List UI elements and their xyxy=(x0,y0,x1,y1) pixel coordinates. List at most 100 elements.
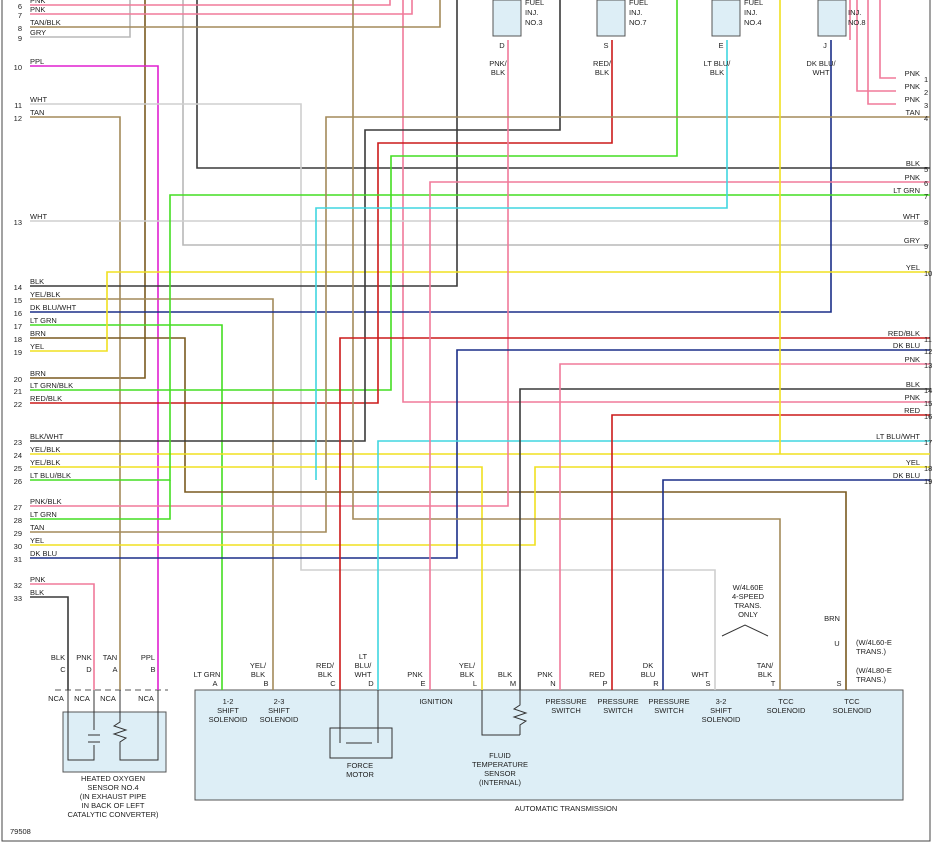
trans-pin: E xyxy=(420,679,425,688)
right-pin-number: 14 xyxy=(924,386,932,395)
trans-wire-color: PNK xyxy=(407,670,422,679)
w4l60e-note: ONLY xyxy=(738,610,758,619)
transmission-title: AUTOMATIC TRANSMISSION xyxy=(515,804,618,813)
trans-component-label: PRESSURE xyxy=(648,697,689,706)
left-pin-color: BRN xyxy=(30,369,46,378)
right-pin-color: BLK xyxy=(906,380,920,389)
trans-component-label: SHIFT xyxy=(217,706,239,715)
left-pin-color: LT GRN xyxy=(30,316,57,325)
o2-nca: NCA xyxy=(100,694,116,703)
right-pin-color: LT GRN xyxy=(893,186,920,195)
right-pin-color: PNK xyxy=(905,69,920,78)
page-frame xyxy=(1,0,931,842)
left-pin-number: 28 xyxy=(14,516,22,525)
injector-label: INJ. xyxy=(848,8,861,17)
trans-pin: N xyxy=(550,679,555,688)
right-pin-color: PNK xyxy=(905,82,920,91)
left-pin-color: TAN xyxy=(30,523,44,532)
left-pin-number: 9 xyxy=(18,34,22,43)
o2-wire-color: PPL xyxy=(141,653,155,662)
left-pin-color: WHT xyxy=(30,212,47,221)
left-pin-number: 33 xyxy=(14,594,22,603)
trans-pin: L xyxy=(473,679,477,688)
right-pin-number: 17 xyxy=(924,438,932,447)
left-pin-number: 20 xyxy=(14,375,22,384)
left-pin-number: 14 xyxy=(14,283,22,292)
left-pin-color: YEL/BLK xyxy=(30,458,60,467)
left-pin-number: 17 xyxy=(14,322,22,331)
left-pin-number: 27 xyxy=(14,503,22,512)
left-pin-color: BLK xyxy=(30,277,44,286)
right-pin-number: 12 xyxy=(924,347,932,356)
fluid-temp-label: FLUID xyxy=(489,751,511,760)
trans-wire-color: BLK xyxy=(318,670,332,679)
trans-wire-color: YEL/ xyxy=(459,661,476,670)
trans-wire-color: BLU/ xyxy=(355,661,373,670)
injector-label: INJ. xyxy=(629,8,642,17)
left-pin-color: DK BLU xyxy=(30,549,57,558)
left-pin-number: 8 xyxy=(18,24,22,33)
injector-wire: BLK xyxy=(595,68,609,77)
right-pin-number: 15 xyxy=(924,399,932,408)
trans-component-label: 3-2 xyxy=(716,697,727,706)
injector-wire: DK BLU/ xyxy=(806,59,836,68)
right-pin-color: LT BLU/WHT xyxy=(876,432,920,441)
trans-component-label: SHIFT xyxy=(268,706,290,715)
o2-title-line: (IN EXHAUST PIPE xyxy=(80,792,147,801)
right-pin-color: TAN xyxy=(906,108,920,117)
trans-component-label: TCC xyxy=(844,697,860,706)
trans-component-label: SHIFT xyxy=(710,706,732,715)
injector-wire: BLK xyxy=(710,68,724,77)
right-pin-number: 4 xyxy=(924,114,928,123)
left-pin-color: LT GRN xyxy=(30,510,57,519)
injector-label: NO.8 xyxy=(848,18,866,27)
trans-pin: T xyxy=(771,679,776,688)
injector-pin: S xyxy=(603,41,608,50)
brn-label: BRN xyxy=(824,614,840,623)
left-pin-color: GRY xyxy=(30,28,46,37)
trans-component-label: 1-2 xyxy=(223,697,234,706)
left-pin-number: 25 xyxy=(14,464,22,473)
w4l60e-note: TRANS. xyxy=(734,601,762,610)
injector-label: FUEL xyxy=(744,0,763,7)
left-pin-color: BLK xyxy=(30,588,44,597)
trans-component-label: SOLENOID xyxy=(767,706,806,715)
trans-component-label: SOLENOID xyxy=(702,715,741,724)
trans-component-label: SOLENOID xyxy=(209,715,248,724)
trans-component-label: PRESSURE xyxy=(597,697,638,706)
left-pin-number: 12 xyxy=(14,114,22,123)
left-pin-color: RED/BLK xyxy=(30,394,62,403)
right-pin-color: PNK xyxy=(905,173,920,182)
left-pin-color: PPL xyxy=(30,57,44,66)
labels-layer: 6PNK7PNK8TAN/BLK9GRY10PPL11WHT12TAN13WHT… xyxy=(10,0,932,836)
left-pin-color: DK BLU/WHT xyxy=(30,303,77,312)
injector-label: INJ. xyxy=(525,8,538,17)
right-pin-color: DK BLU xyxy=(893,471,920,480)
right-pin-number: 7 xyxy=(924,192,928,201)
right-pin-number: 16 xyxy=(924,412,932,421)
right-pin-number: 18 xyxy=(924,464,932,473)
injector-wire: LT BLU/ xyxy=(704,59,732,68)
trans-component-label: SOLENOID xyxy=(260,715,299,724)
o2-nca: NCA xyxy=(48,694,64,703)
injector-wire: RED/ xyxy=(593,59,612,68)
trans-wire-color: BLK xyxy=(498,670,512,679)
trans-component-label: TCC xyxy=(778,697,794,706)
injector-wire: WHT xyxy=(812,68,829,77)
left-pin-number: 22 xyxy=(14,400,22,409)
trans-wire-color: TAN/ xyxy=(757,661,774,670)
left-pin-number: 10 xyxy=(14,63,22,72)
o2-wire-color: PNK xyxy=(76,653,91,662)
left-pin-number: 18 xyxy=(14,335,22,344)
right-pin-color: GRY xyxy=(904,236,920,245)
o2-nca: NCA xyxy=(74,694,90,703)
injector-wire: PNK/ xyxy=(489,59,507,68)
u-note: (W/4L60-E xyxy=(856,638,892,647)
trans-wire-color: BLK xyxy=(758,670,772,679)
injector-wire: BLK xyxy=(491,68,505,77)
trans-wire-color: BLK xyxy=(460,670,474,679)
trans-pin: A xyxy=(212,679,217,688)
o2-pin: B xyxy=(150,665,155,674)
right-pin-number: 10 xyxy=(924,269,932,278)
o2-title-line: IN BACK OF LEFT xyxy=(82,801,145,810)
